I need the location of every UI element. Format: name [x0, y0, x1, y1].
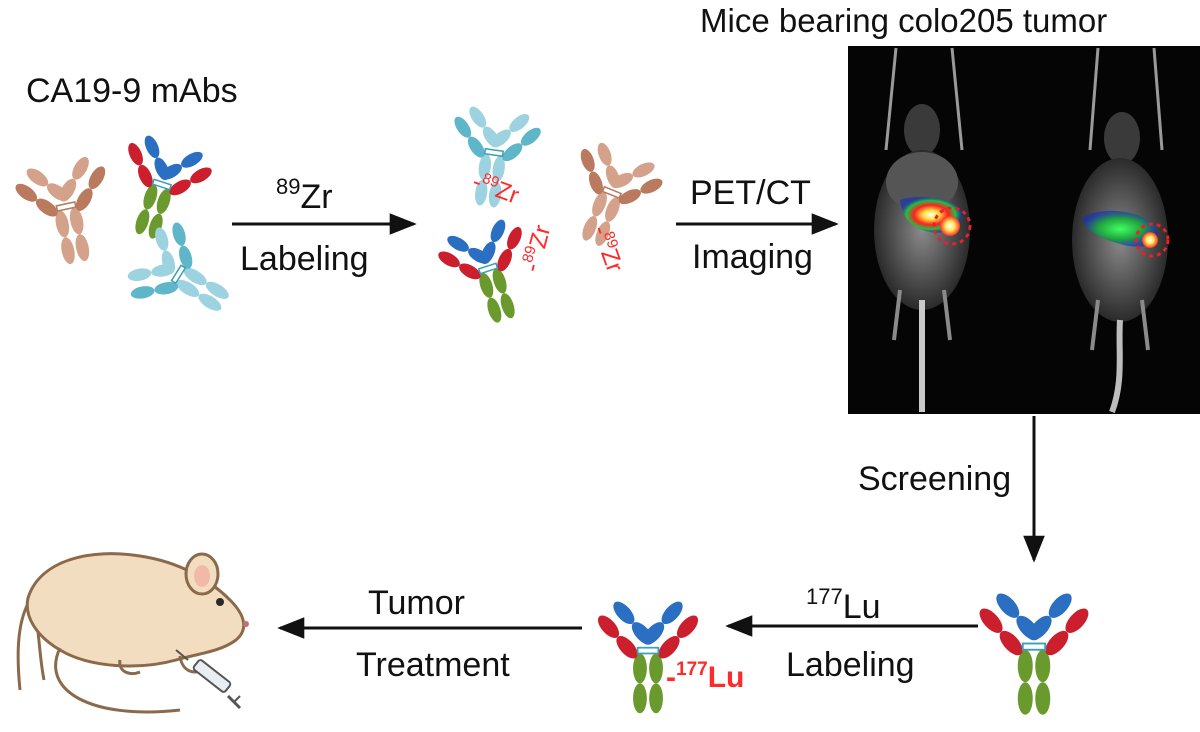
pet-label: PET/CT [690, 174, 811, 212]
tumor-label: Tumor [368, 584, 465, 622]
zr-symbol: Zr [300, 178, 333, 216]
pet-ct-scan-image [848, 46, 1200, 414]
syringe-icon [175, 649, 242, 710]
zr-labeling-bottom: Labeling [240, 240, 369, 278]
lu-symbol: Lu [842, 588, 881, 626]
antibody-icon [597, 601, 699, 714]
antibody-icon [580, 142, 663, 246]
antibody-icon [15, 156, 106, 265]
lu-tag: -177Lu [666, 659, 745, 694]
scan-mouse-right [1072, 47, 1170, 414]
lu-labeling-bottom: Labeling [786, 646, 915, 684]
scan-mouse-left [874, 47, 972, 412]
antibody-icon [438, 219, 522, 323]
mouse-icon [16, 552, 249, 714]
mabs-label: CA19-9 mAbs [26, 72, 238, 110]
imaging-label: Imaging [692, 238, 813, 276]
zr-mass: 89 [276, 174, 301, 199]
antibody-icon [127, 222, 229, 311]
antibody-icon [128, 135, 212, 239]
mice-title: Mice bearing colo205 tumor [700, 2, 1108, 39]
antibody-icon [979, 593, 1089, 715]
lu-mass: 177 [806, 584, 843, 609]
zr-labeling-top: 89Zr [276, 174, 333, 216]
treatment-label: Treatment [356, 646, 510, 684]
antibody-icon [454, 106, 541, 208]
screening-label: Screening [858, 460, 1012, 498]
lu-labeling-top: 177Lu [806, 584, 881, 626]
